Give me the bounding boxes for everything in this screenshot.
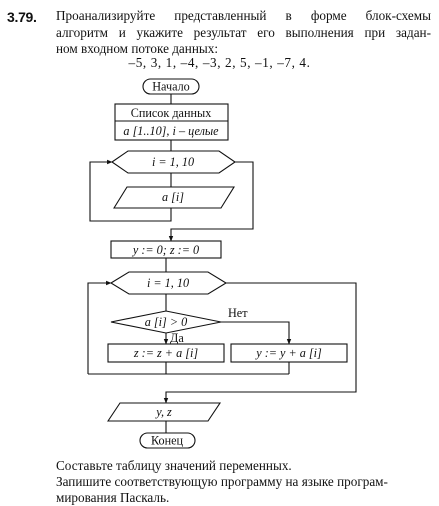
loop2-label: i = 1, 10: [147, 276, 189, 290]
yes-label: Да: [170, 331, 184, 345]
task-line-1: Составьте таблицу значений переменных.: [56, 458, 292, 473]
init-label: y := 0; z := 0: [131, 243, 199, 257]
start-label: Начало: [152, 80, 190, 94]
condition-label: a [i] > 0: [145, 315, 187, 329]
input-parallelogram: [113, 186, 235, 209]
problem-line-1: Проанализируйте представленный в форме б…: [56, 8, 431, 23]
no-label: Нет: [228, 306, 248, 320]
output-parallelogram: [106, 402, 222, 422]
input-data: –5, 3, 1, –4, –3, 2, 5, –1, –7, 4.: [128, 55, 311, 70]
end-terminal: [139, 432, 196, 449]
problem-statement: Проанализируйте представленный в форме б…: [56, 8, 431, 58]
assign-z-label: z := z + a [i]: [133, 346, 198, 360]
task-line-3: мирования Паскаль.: [56, 490, 170, 505]
tasks: Составьте таблицу значений переменных. З…: [56, 458, 431, 506]
problem-line-2: алгоритм и укажите результат его выполне…: [56, 24, 431, 40]
problem-line-3: ном входном потоке данных:: [56, 41, 219, 56]
data-header-label: Список данных: [131, 106, 212, 120]
assign-y-label: y := y + a [i]: [254, 346, 322, 360]
end-label: Конец: [151, 434, 184, 448]
data-decl-label: a [1..10], i – целые: [123, 124, 219, 138]
problem-number: 3.79.: [7, 9, 37, 25]
task-line-2: Запишите соответствующую программу на яз…: [56, 474, 388, 489]
loop1-label: i = 1, 10: [152, 155, 194, 169]
output-label: y, z: [154, 405, 172, 419]
input-label: a [i]: [162, 190, 184, 204]
